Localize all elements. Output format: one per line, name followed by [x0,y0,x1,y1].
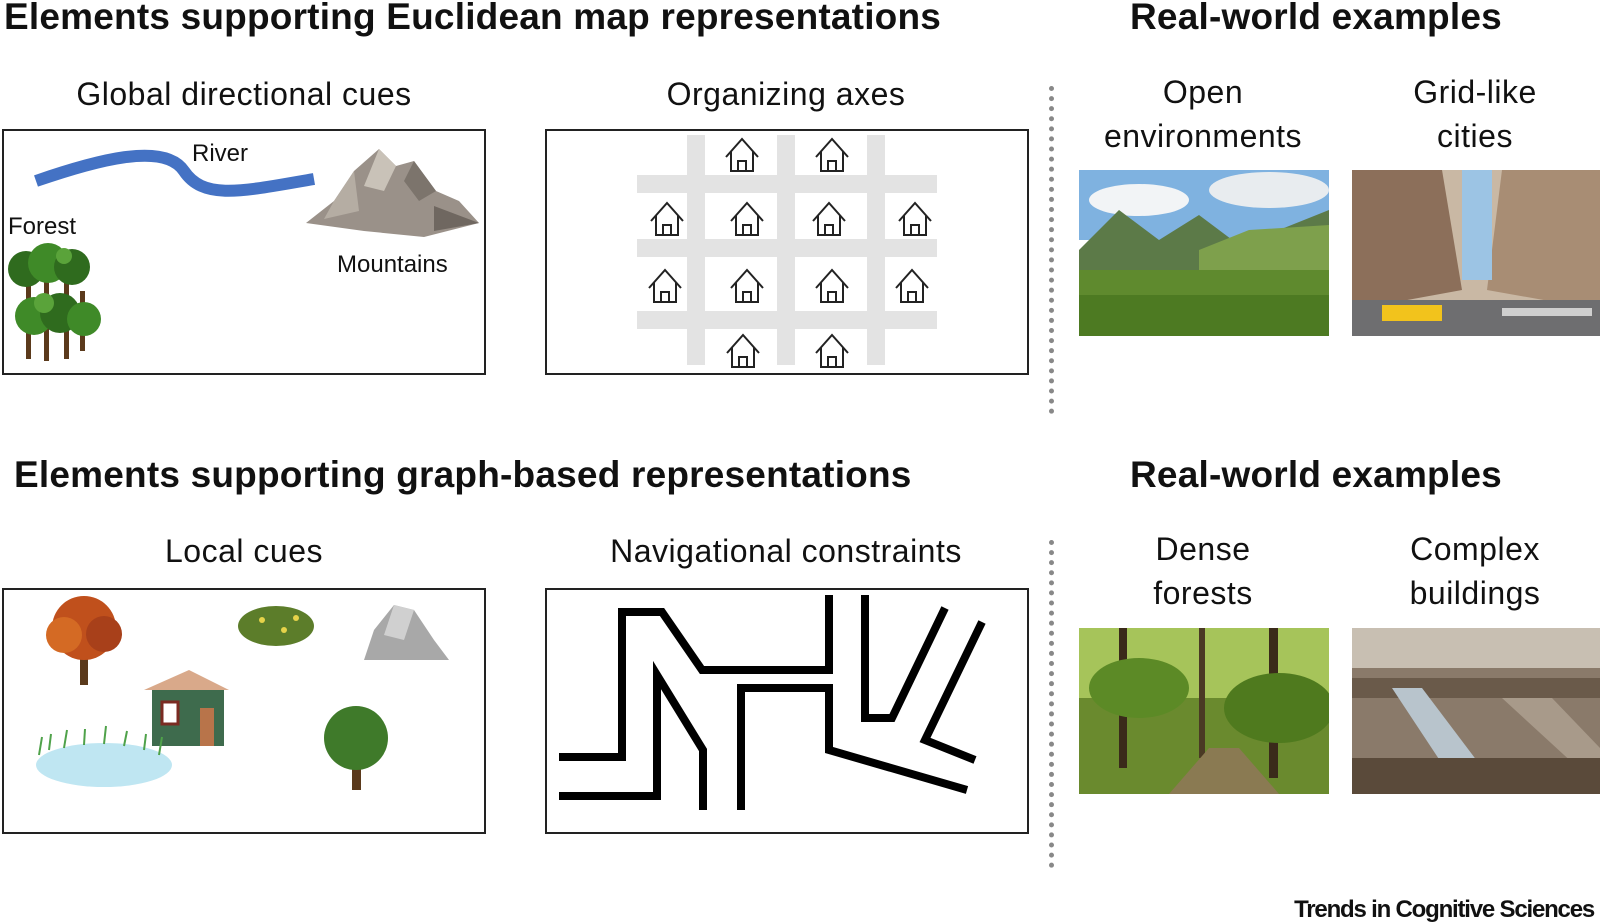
bush-icon [238,606,314,646]
house-icon [730,269,764,303]
river-label: River [192,140,249,167]
mountains-label: Mountains [337,251,448,278]
open-environments-title: Open environments [1075,70,1331,158]
house-icon [730,202,764,236]
grid-city-photo [1352,170,1600,336]
cottage-icon [144,670,229,746]
pond-icon [36,725,172,787]
example-title-line: forests [1153,575,1253,611]
mountain-icon [306,149,479,237]
forest-icon [8,243,101,361]
grid-like-cities-title: Grid-like cities [1347,70,1600,158]
house-icon [650,202,684,236]
river-path [34,149,316,197]
house-icon [898,202,932,236]
house-icon [895,269,929,303]
euclidean-heading: Elements supporting Euclidean map repres… [4,0,942,37]
house-icon [725,138,759,172]
organizing-axes-panel [545,129,1029,375]
complex-buildings-title: Complex buildings [1347,527,1600,615]
oak-tree-icon [324,706,388,790]
example-title-line: Open [1162,74,1244,110]
example-title-line: Grid-like [1413,74,1537,110]
global-cues-panel [2,129,486,375]
example-title-line: Complex [1410,531,1540,567]
journal-credit: Trends in Cognitive Sciences [1294,896,1595,923]
navigational-constraints-panel [545,588,1029,834]
autumn-tree-icon [46,596,122,685]
house-icon [812,202,846,236]
grid-streets [637,135,937,365]
divider-top [1049,86,1054,414]
example-title-line: environments [1103,118,1303,154]
open-environment-photo [1079,170,1329,336]
forest-label: Forest [8,213,77,240]
example-title-line: Dense [1155,531,1251,567]
local-cues-illustration [36,596,449,790]
grid-city-illustration [637,135,937,368]
complex-building-photo [1352,628,1600,794]
house-icon [648,269,682,303]
house-icon [726,334,760,368]
real-world-heading-bottom: Real-world examples [1130,454,1502,495]
dense-forests-title: Dense forests [1075,527,1331,615]
global-cues-illustration [8,149,479,361]
divider-bottom [1049,540,1054,868]
house-icon [815,269,849,303]
global-cues-title: Global directional cues [76,76,412,112]
example-title-line: cities [1437,118,1513,154]
example-title-line: buildings [1409,575,1541,611]
real-world-heading-top: Real-world examples [1130,0,1502,37]
organizing-axes-title: Organizing axes [666,76,906,112]
dense-forest-photo [1079,628,1329,794]
house-icon [815,334,849,368]
local-cues-title: Local cues [165,533,323,569]
graph-heading: Elements supporting graph-based represen… [14,454,912,495]
rock-pile-icon [364,605,449,660]
navigational-constraints-title: Navigational constraints [610,533,962,569]
maze-paths-illustration [559,595,986,810]
house-icon [815,138,849,172]
local-cues-panel [2,588,486,834]
